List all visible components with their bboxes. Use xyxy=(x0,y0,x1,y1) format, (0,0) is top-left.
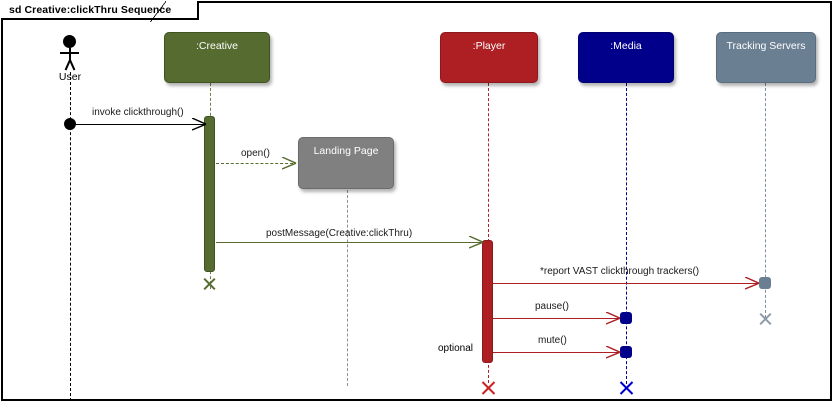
message-label-report-vast-trackers: *report VAST clickthrough trackers() xyxy=(540,266,700,277)
lifeline-tracking-servers xyxy=(765,83,766,318)
message-target-dot-media-pause xyxy=(620,312,632,324)
message-label-pause: pause() xyxy=(535,301,569,312)
participant-box-tracking-servers[interactable]: Tracking Servers xyxy=(716,32,816,83)
message-label-open: open() xyxy=(241,148,270,159)
message-line-invoke-clickthrough xyxy=(70,124,205,125)
message-line-mute xyxy=(493,352,620,353)
participant-box-media[interactable]: :Media xyxy=(578,32,674,83)
lifeline-landing-page xyxy=(347,190,348,386)
message-line-open xyxy=(216,163,293,164)
participant-box-player[interactable]: :Player xyxy=(440,32,538,83)
user-actor-label: User xyxy=(58,71,82,83)
message-label-post-message: postMessage(Creative:clickThru) xyxy=(266,228,413,239)
lifeline-player xyxy=(488,83,489,383)
message-label-invoke-clickthrough: invoke clickthrough() xyxy=(92,107,184,118)
user-actor-arms xyxy=(60,52,79,54)
termination-x-creative xyxy=(202,275,217,290)
participant-box-creative[interactable]: :Creative xyxy=(164,32,270,83)
activation-player xyxy=(482,240,493,363)
message-target-dot-tracking-servers xyxy=(759,277,771,289)
message-target-dot-media-mute xyxy=(620,346,632,358)
termination-x-media xyxy=(618,378,635,395)
termination-x-player xyxy=(480,378,497,395)
termination-x-tracking-servers xyxy=(758,310,773,325)
lifeline-user xyxy=(70,72,71,401)
user-actor-body xyxy=(69,48,71,61)
participant-box-landing-page[interactable]: Landing Page xyxy=(298,137,394,189)
message-line-post-message xyxy=(216,242,482,243)
participant-label-tracking-servers: Tracking Servers xyxy=(726,40,806,52)
message-label-mute: mute() xyxy=(538,335,567,346)
participant-label-landing-page: Landing Page xyxy=(313,145,379,157)
participant-label-player: :Player xyxy=(472,40,506,52)
activation-creative xyxy=(204,116,215,272)
annotation-optional: optional xyxy=(438,343,474,354)
participant-label-media: :Media xyxy=(610,40,642,52)
message-line-report-vast-trackers xyxy=(493,283,759,284)
user-actor-head xyxy=(63,35,76,48)
frame-label: sd Creative:clickThru Sequence xyxy=(1,1,200,20)
lifeline-media xyxy=(626,83,627,384)
message-line-pause xyxy=(493,318,620,319)
frame-tab-corner xyxy=(150,1,166,22)
participant-label-creative: :Creative xyxy=(195,40,238,52)
